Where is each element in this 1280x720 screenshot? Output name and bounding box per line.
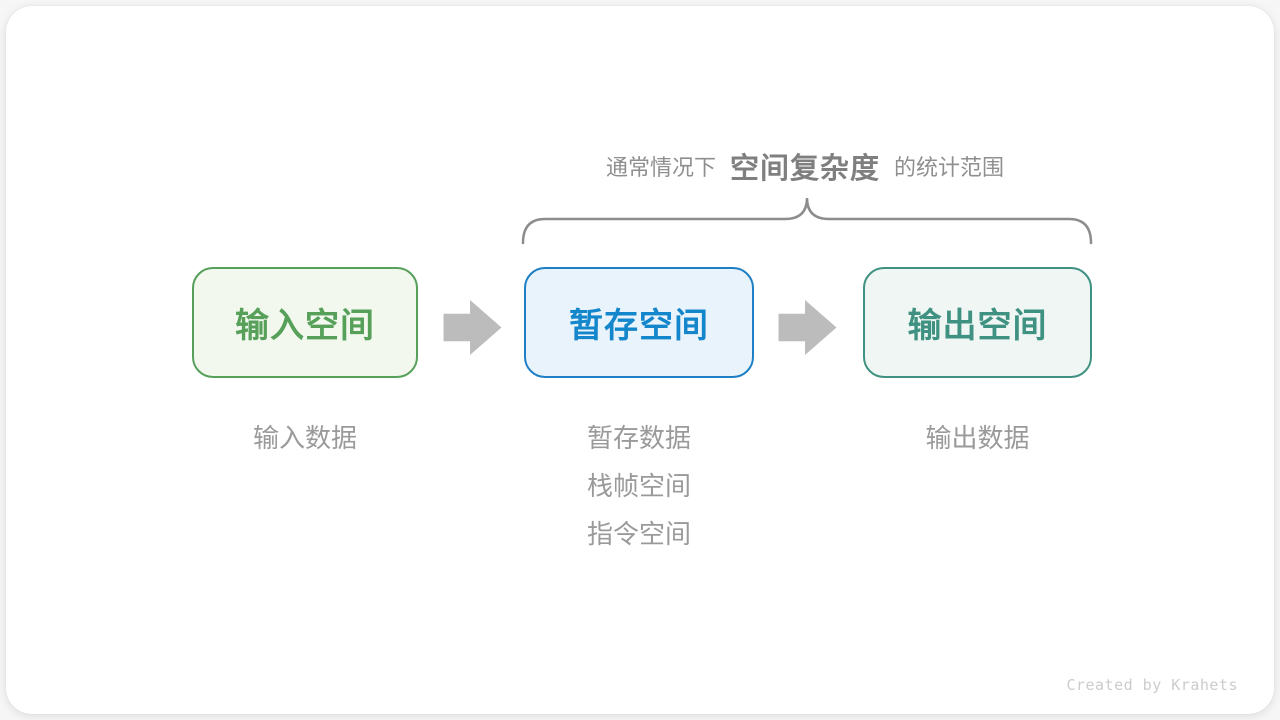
output-space-box: 输出空间: [863, 267, 1092, 378]
temporary-space-notes: 暂存数据 栈帧空间 指令空间: [524, 414, 754, 558]
scope-annotation: 通常情况下 空间复杂度 的统计范围: [460, 144, 1150, 188]
scope-brace-icon: [521, 197, 1093, 245]
temporary-space-label: 暂存空间: [569, 307, 709, 345]
temporary-space-box: 暂存空间: [524, 267, 754, 378]
right-arrow-icon: [443, 300, 502, 355]
note-line: 暂存数据: [586, 423, 691, 453]
annotation-suffix: 的统计范围: [894, 155, 1005, 180]
annotation-highlight: 空间复杂度: [729, 153, 880, 185]
note-line: 输入数据: [252, 423, 357, 453]
annotation-prefix: 通常情况下: [605, 155, 716, 180]
output-space-label: 输出空间: [907, 307, 1048, 345]
input-space-notes: 输入数据: [192, 414, 418, 462]
input-space-label: 输入空间: [235, 307, 375, 345]
note-line: 输出数据: [925, 423, 1030, 453]
watermark: Created by Krahets: [1066, 676, 1238, 694]
input-space-box: 输入空间: [192, 267, 418, 378]
note-line: 栈帧空间: [586, 471, 691, 501]
note-line: 指令空间: [586, 519, 691, 549]
right-arrow-icon: [778, 300, 837, 355]
output-space-notes: 输出数据: [863, 414, 1092, 462]
